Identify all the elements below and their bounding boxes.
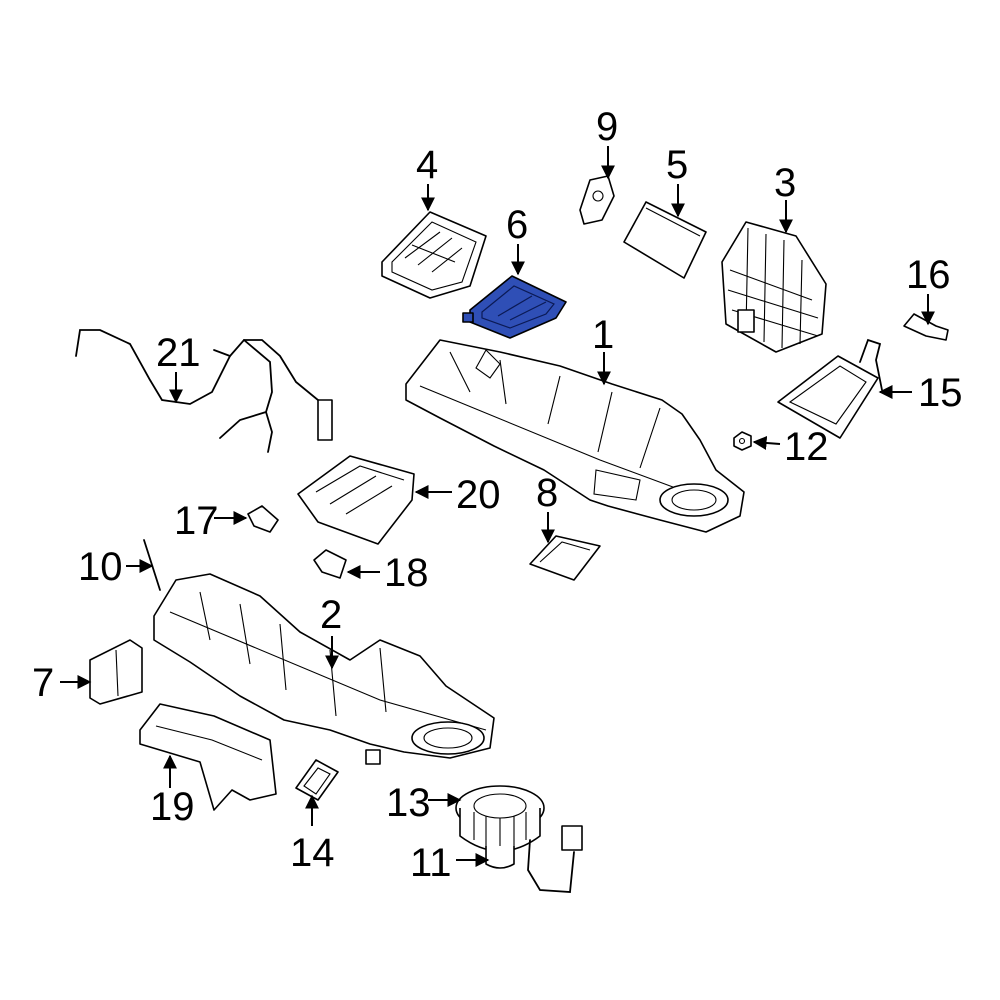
callout-12: 12	[784, 425, 829, 469]
callout-4: 4	[416, 143, 438, 187]
part-3-core[interactable]	[721, 221, 827, 353]
callout-16: 16	[906, 253, 951, 297]
callout-10: 10	[78, 545, 123, 589]
part-9-actuator[interactable]	[579, 175, 615, 225]
callout-11: 11	[410, 841, 452, 885]
part-7-door[interactable]	[89, 639, 143, 705]
part-1-upper-case[interactable]	[405, 339, 745, 533]
callout-19: 19	[150, 785, 195, 829]
callout-1: 1	[592, 313, 614, 357]
callout-21: 21	[156, 331, 201, 375]
callout-7: 7	[32, 661, 54, 705]
callout-2: 2	[320, 593, 342, 637]
callout-18: 18	[384, 551, 429, 595]
part-15-heater-core[interactable]	[777, 338, 883, 439]
callout-labels: 1 2 3 4 5 6 7 8 9 10 11 12 13 14 15 16 1…	[32, 105, 963, 885]
part-14-gasket[interactable]	[295, 759, 339, 801]
callout-8: 8	[536, 471, 558, 515]
callout-6: 6	[506, 203, 528, 247]
part-5-panel[interactable]	[623, 201, 707, 279]
callout-5: 5	[666, 143, 688, 187]
part-12-nut[interactable]	[733, 431, 752, 451]
callout-15: 15	[918, 371, 963, 415]
callout-13: 13	[386, 781, 431, 825]
part-4-housing-cover[interactable]	[381, 211, 487, 299]
part-17-clip[interactable]	[247, 505, 279, 533]
part-20-duct[interactable]	[297, 455, 415, 545]
part-19-lower-duct[interactable]	[139, 703, 277, 811]
leader-lines	[60, 146, 935, 867]
part-11-13-blower-motor[interactable]	[455, 785, 583, 893]
callout-3: 3	[774, 161, 796, 205]
callout-14: 14	[290, 831, 335, 875]
part-18-clip[interactable]	[313, 549, 347, 579]
callout-9: 9	[596, 105, 618, 149]
part-2-lower-case[interactable]	[153, 573, 495, 765]
part-21-wiring-harness[interactable]	[75, 329, 333, 453]
callout-17: 17	[174, 499, 219, 543]
part-8-filter[interactable]	[529, 535, 601, 581]
part-16-bracket[interactable]	[903, 313, 949, 341]
callout-20: 20	[456, 473, 501, 517]
part-6-highlighted[interactable]	[462, 275, 567, 339]
